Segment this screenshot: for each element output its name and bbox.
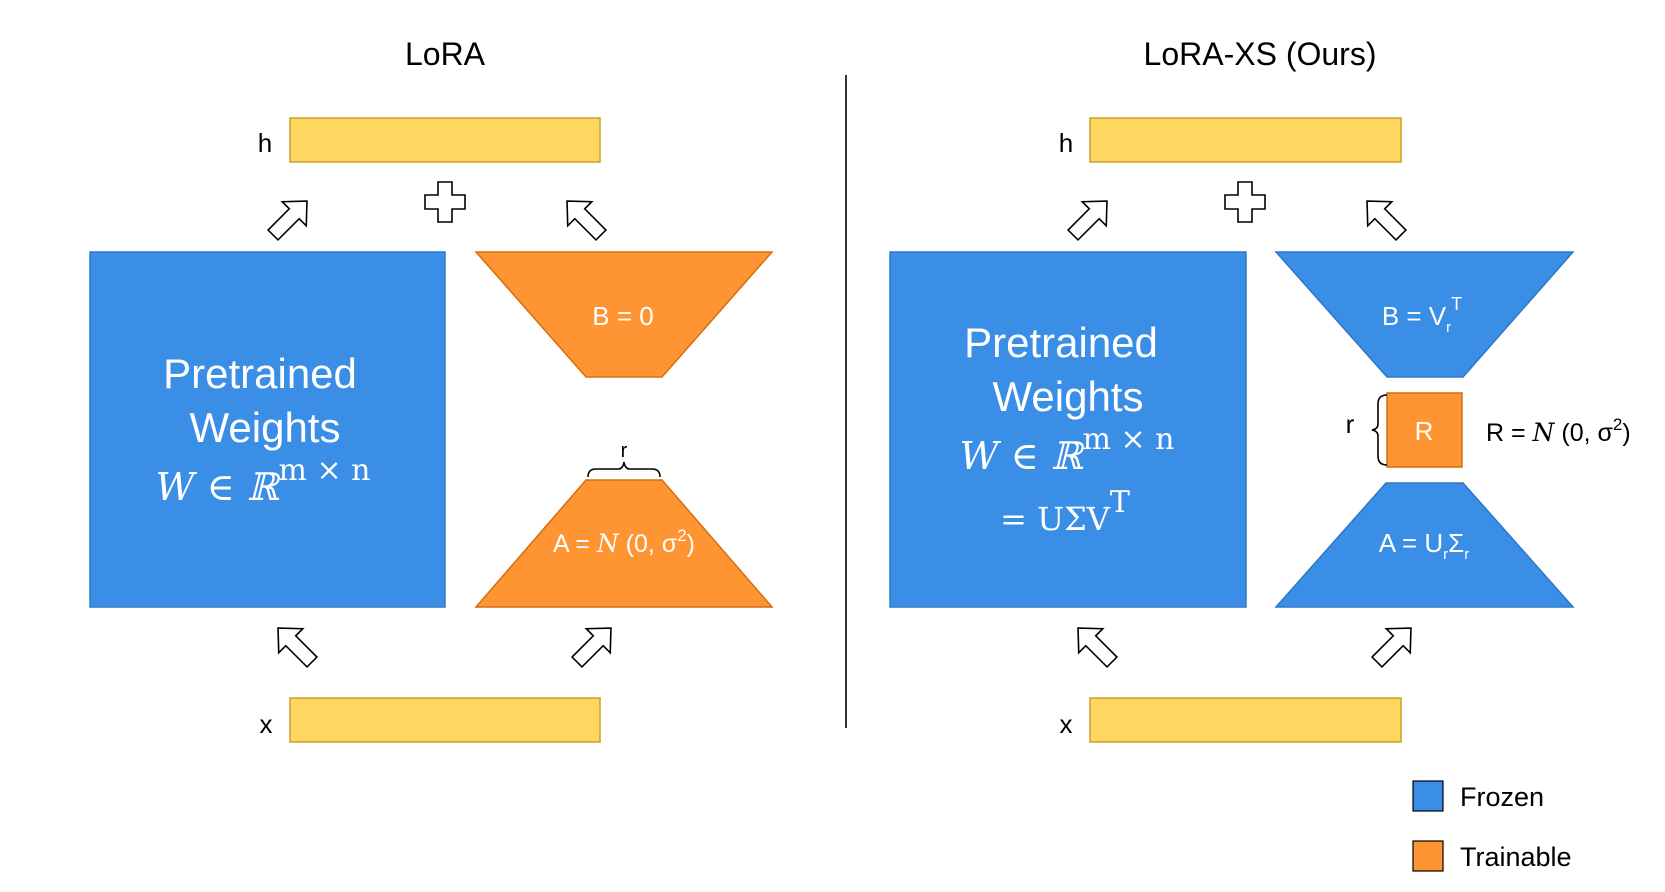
right-arrow-input-up-right-icon [1364,615,1424,675]
left-title: LoRA [405,36,486,72]
right-b-matrix [1274,251,1575,378]
right-r-matrix [1386,392,1463,468]
left-weight-formula-sup: m × n [278,453,370,488]
right-pretrained-block [889,251,1247,608]
right-r-box-label: R [1415,416,1434,446]
legend-trainable-label: Trainable [1460,842,1572,872]
legend-frozen-swatch [1412,780,1444,812]
left-a-label: A = N (0, σ2) [553,526,695,558]
left-rank-brace [587,461,661,478]
left-x-label: x [260,709,273,739]
right-pretrained-line1: Pretrained [964,319,1158,366]
left-b-matrix [474,251,774,378]
right-a-mid: Σ [1448,528,1464,558]
right-svd-formula-sup: T [1110,485,1130,520]
left-a-sup: 2 [677,526,686,545]
right-b-sup: T [1451,294,1462,314]
right-arrow-input-up-left-icon [1065,615,1125,675]
legend-trainable-swatch [1412,840,1444,872]
right-a-matrix [1274,482,1575,608]
left-a-prefix: A = [553,530,597,558]
right-arrow-up-right-icon [1060,188,1120,248]
right-weight-formula-main: W ∈ ℝ [960,434,1085,478]
right-b-label: B = VrT [1382,294,1462,336]
right-r-definition: R = N (0, σ2) [1486,415,1631,447]
left-weight-formula: W ∈ ℝm × n [156,453,371,509]
right-svd-formula-main: = UΣV [1000,500,1111,538]
left-arrow-input-up-right-icon [564,615,624,675]
right-pretrained-line2: Weights [993,373,1144,420]
left-plus-icon [424,181,466,223]
left-a-matrix [474,479,774,608]
left-h-vector [289,117,601,163]
right-r-args: (0, σ [1554,419,1613,447]
right-a-sub1: r [1443,546,1448,563]
left-b-label: B = 0 [592,301,653,331]
left-weight-formula-main: W ∈ ℝ [156,465,281,509]
right-a-sub2: r [1464,546,1469,563]
left-a-close: ) [687,530,695,558]
left-arrow-up-right-icon [260,188,320,248]
right-a-label: A = UrΣr [1379,528,1469,563]
left-pretrained-block [89,251,446,608]
right-rank-brace [1371,394,1388,466]
right-title: LoRA-XS (Ours) [1144,36,1377,72]
left-pretrained-line1: Pretrained [163,350,357,397]
right-h-vector [1089,117,1402,163]
right-b-sub: r [1446,319,1451,336]
right-a-prefix: A = U [1379,528,1443,558]
left-rank-mark: r [621,440,628,462]
right-x-vector [1089,697,1402,743]
left-arrow-input-up-left-icon [265,615,325,675]
right-weight-formula-sup: m × n [1082,422,1174,457]
right-x-label: x [1060,709,1073,739]
right-weight-formula: W ∈ ℝm × n [960,422,1175,478]
right-b-prefix: B = V [1382,301,1447,331]
left-a-args: (0, σ [619,530,678,558]
right-arrow-up-left-icon [1354,188,1414,248]
right-rank-label: r [1346,409,1355,439]
right-svd-formula: = UΣVT [1000,485,1130,538]
right-plus-icon [1224,181,1266,223]
left-pretrained-line2: Weights [190,404,341,451]
right-r-dist: N [1532,418,1556,447]
left-x-vector [289,697,601,743]
left-h-label: h [258,128,272,158]
left-a-dist: N [596,529,620,558]
right-r-close: ) [1622,419,1630,447]
left-arrow-up-left-icon [554,188,614,248]
right-r-sup: 2 [1613,415,1622,434]
right-h-label: h [1059,128,1073,158]
legend-frozen-label: Frozen [1460,782,1544,812]
right-r-prefix: R = [1486,419,1533,447]
